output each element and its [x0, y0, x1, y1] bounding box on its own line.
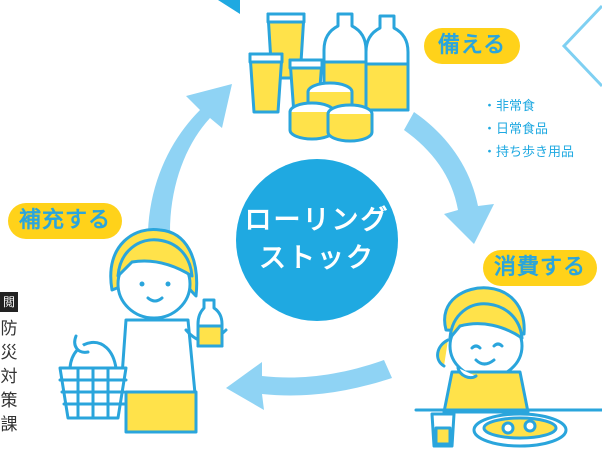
- list-item: 日常食品: [483, 118, 574, 141]
- chevron-decoration: [561, 4, 602, 88]
- label-consume: 消費する: [483, 250, 597, 286]
- side-text-char: 策: [0, 391, 18, 411]
- arrow-prepare-to-consume: [404, 112, 494, 244]
- side-text-char: 課: [0, 415, 18, 435]
- center-title-line1: ローリング: [244, 205, 390, 236]
- list-item: 非常食: [483, 95, 574, 118]
- side-text-box: 閲: [0, 292, 18, 312]
- list-item: 持ち歩き用品: [483, 141, 574, 164]
- side-text-char: 対: [0, 367, 18, 387]
- rolling-stock-circle: ローリング ストック: [236, 159, 398, 321]
- corner-triangle: [218, 0, 240, 14]
- cycle-arrows: [148, 84, 494, 410]
- label-prepare: 備える: [424, 28, 520, 64]
- label-replenish: 補充する: [8, 203, 122, 239]
- center-title-line2: ストック: [259, 243, 375, 274]
- side-text-char: 防: [0, 319, 18, 339]
- arrow-replenish-to-prepare: [148, 84, 232, 232]
- stored-goods-illustration: [248, 12, 410, 143]
- person-with-basket-illustration: [58, 227, 228, 434]
- person-eating-illustration: [414, 286, 602, 448]
- stock-item-list: 非常食 日常食品 持ち歩き用品: [483, 95, 574, 164]
- arrow-consume-to-replenish: [226, 360, 392, 410]
- side-text-char: 災: [0, 343, 18, 363]
